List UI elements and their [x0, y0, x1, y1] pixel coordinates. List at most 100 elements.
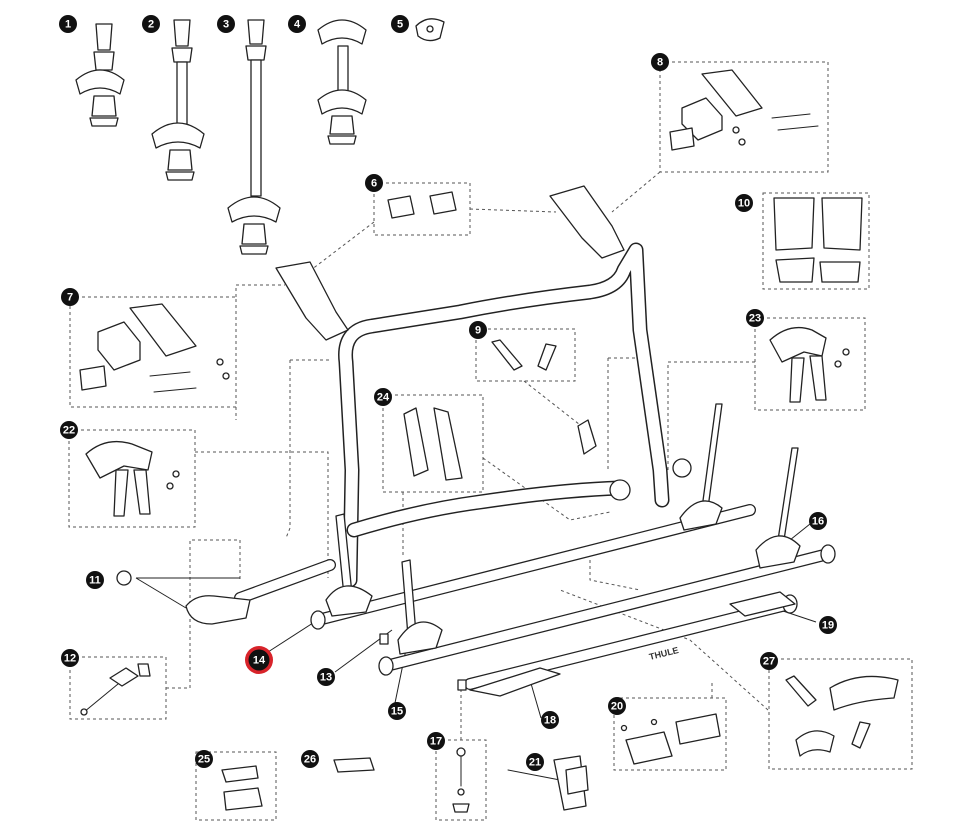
frame-arms — [75, 18, 445, 255]
callout-label: 9 — [475, 325, 481, 337]
part-box-23 — [754, 317, 866, 411]
callout-label: 14 — [253, 655, 266, 667]
part-box-24 — [382, 394, 484, 493]
callout-marker-icon — [541, 711, 559, 729]
hitch-coupling — [185, 595, 251, 625]
callout-9: 9 — [469, 321, 487, 339]
callout-25: 25 — [195, 750, 213, 768]
part-box-27 — [768, 658, 913, 770]
callout-label: 17 — [430, 736, 442, 748]
part-25-lock — [223, 787, 263, 811]
callout-marker-icon — [809, 512, 827, 530]
callout-3: 3 — [217, 15, 235, 33]
callout-label: 26 — [304, 754, 316, 766]
callout-marker-icon — [59, 15, 77, 33]
callout-marker-icon — [248, 649, 270, 671]
callout-8: 8 — [651, 53, 669, 71]
callout-marker-icon — [217, 15, 235, 33]
callout-label: 12 — [64, 653, 76, 665]
callout-label: 11 — [89, 575, 101, 587]
callout-4: 4 — [288, 15, 306, 33]
callout-marker-icon — [374, 388, 392, 406]
callout-5: 5 — [391, 15, 409, 33]
callout-marker-icon — [427, 732, 445, 750]
callout-marker-icon — [651, 53, 669, 71]
callout-label: 18 — [544, 715, 556, 727]
callout-marker-icon — [746, 309, 764, 327]
rail-logo: THULE — [648, 645, 680, 662]
callout-19: 19 — [819, 616, 837, 634]
callout-20: 20 — [608, 697, 626, 715]
part-details — [79, 69, 899, 813]
callout-marker-icon — [86, 571, 104, 589]
callout-label: 8 — [657, 57, 663, 69]
callout-marker-icon — [735, 194, 753, 212]
callout-26: 26 — [301, 750, 319, 768]
callout-marker-icon — [195, 750, 213, 768]
callout-marker-icon — [61, 288, 79, 306]
part-boxes — [68, 61, 913, 821]
arm-4 — [317, 19, 367, 145]
part-10-pad — [773, 197, 815, 251]
callout-label: 16 — [812, 516, 824, 528]
callout-label: 23 — [749, 313, 761, 325]
callout-label: 22 — [63, 425, 75, 437]
callout-marker-icon — [317, 668, 335, 686]
callout-24: 24 — [374, 388, 392, 406]
callout-marker-icon — [142, 15, 160, 33]
part-box-9 — [475, 328, 576, 382]
part-box-25 — [195, 751, 277, 821]
callout-label: 2 — [148, 19, 154, 31]
callout-21: 21 — [526, 753, 544, 771]
callout-label: 10 — [738, 198, 750, 210]
callout-marker-icon — [365, 174, 383, 192]
callout-label: 13 — [320, 672, 332, 684]
callout-marker-icon — [819, 616, 837, 634]
part-box-8 — [659, 61, 829, 173]
callout-14: 14 — [245, 646, 273, 674]
callout-label: 25 — [198, 754, 210, 766]
part-box-20 — [613, 697, 727, 771]
callout-13: 13 — [317, 668, 335, 686]
part-box-10 — [762, 192, 870, 290]
callout-marker-icon — [61, 649, 79, 667]
part-26-key — [333, 757, 375, 773]
callout-18: 18 — [541, 711, 559, 729]
part-box-22 — [68, 429, 196, 528]
callout-27: 27 — [760, 652, 778, 670]
callout-7: 7 — [61, 288, 79, 306]
callout-22: 22 — [60, 421, 78, 439]
callout-17: 17 — [427, 732, 445, 750]
part-20-strap — [675, 713, 721, 745]
callout-marker-icon — [301, 750, 319, 768]
callout-label: 7 — [67, 292, 73, 304]
callout-marker-icon — [608, 697, 626, 715]
callout-11: 11 — [86, 571, 104, 589]
callout-label: 4 — [294, 19, 301, 31]
wheel-tray — [469, 667, 561, 697]
callout-15: 15 — [388, 702, 406, 720]
callout-23: 23 — [746, 309, 764, 327]
callout-marker-icon — [388, 702, 406, 720]
callout-marker-icon — [760, 652, 778, 670]
callout-label: 1 — [65, 19, 71, 31]
callout-marker-icon — [288, 15, 306, 33]
callout-label: 24 — [377, 392, 390, 404]
callout-label: 19 — [822, 620, 834, 632]
callout-label: 21 — [529, 757, 541, 769]
arm-1 — [75, 23, 125, 127]
callout-label: 15 — [391, 706, 403, 718]
callout-marker-icon — [469, 321, 487, 339]
part-11-cap — [116, 570, 132, 586]
arm-3 — [227, 19, 281, 255]
callout-marker-icon — [391, 15, 409, 33]
callout-6: 6 — [365, 174, 383, 192]
callout-10: 10 — [735, 194, 753, 212]
callout-1: 1 — [59, 15, 77, 33]
callout-marker-icon — [60, 421, 78, 439]
callout-label: 20 — [611, 701, 623, 713]
callout-label: 27 — [763, 656, 775, 668]
callout-marker-icon — [526, 753, 544, 771]
